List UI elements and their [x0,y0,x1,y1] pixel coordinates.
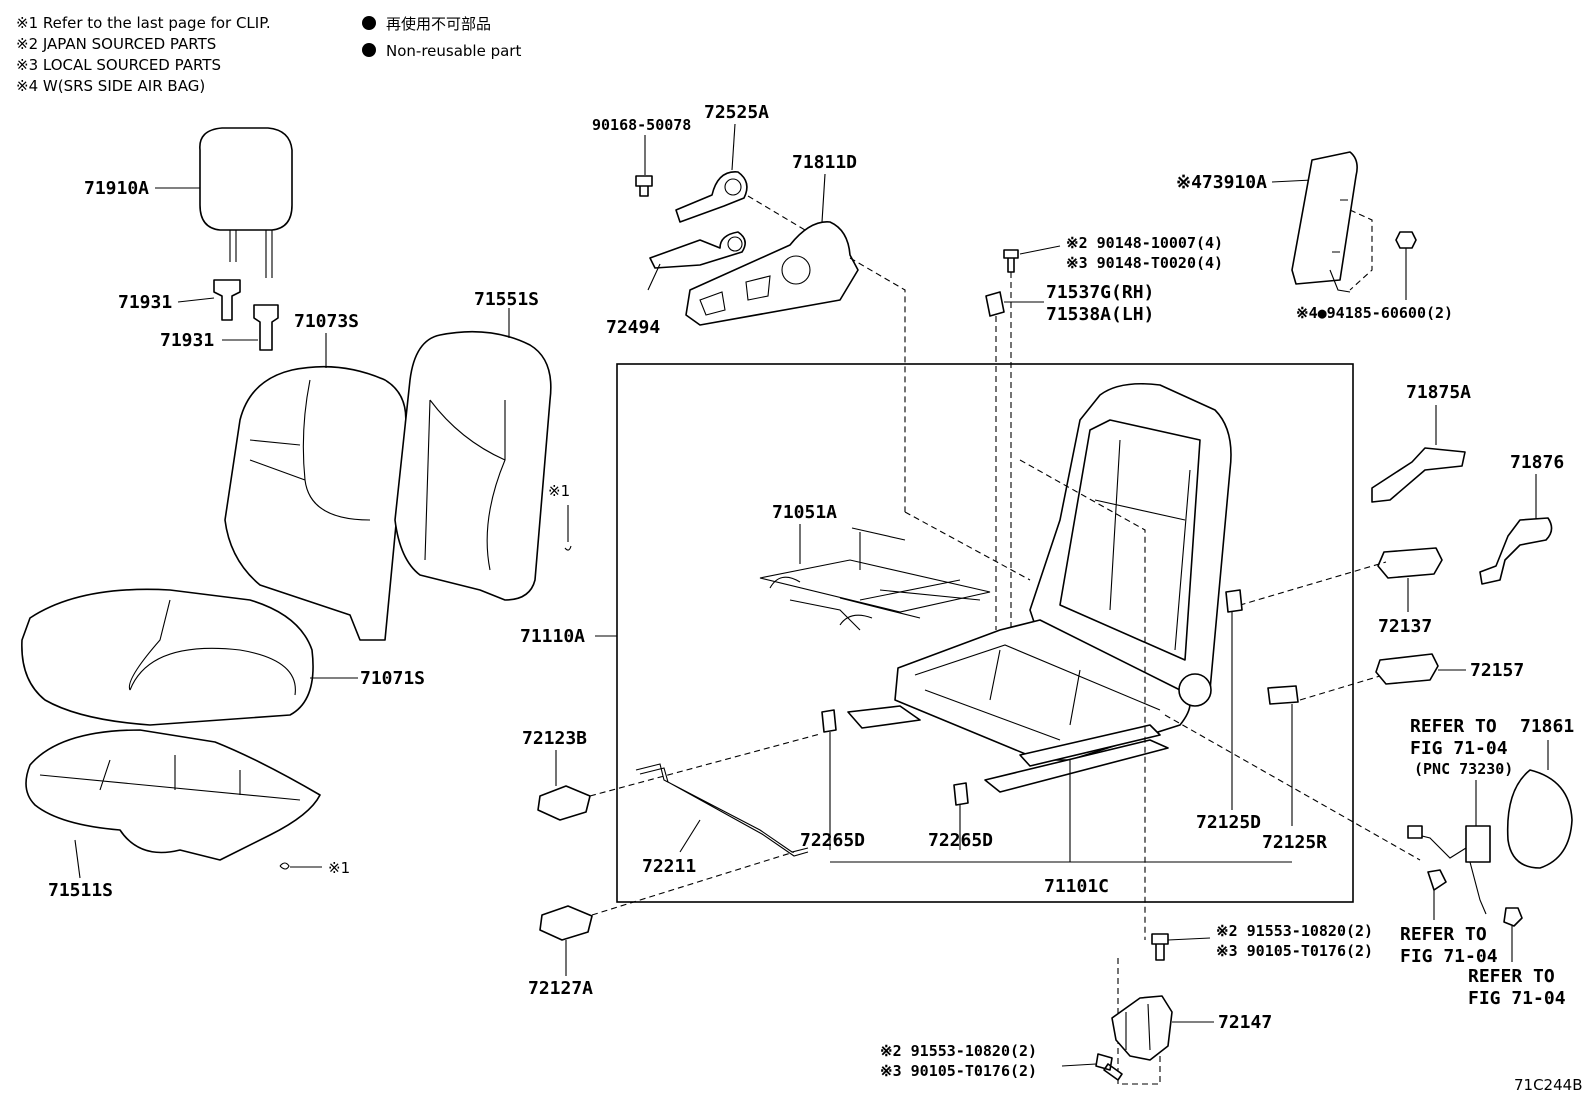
label-90148-10007: ※2 90148-10007(4) [1066,234,1223,252]
ref1-line2: FIG 71-04 [1410,738,1508,759]
label-72494: 72494 [606,317,660,338]
non-reusable-dot-icon [362,43,376,57]
trim-71875A-part[interactable] [1371,447,1466,503]
nut-94185-part[interactable] [1395,231,1417,249]
label-71051A: 71051A [772,502,837,523]
seatback-frame-part[interactable] [1029,382,1232,701]
screw-90148-part[interactable] [1003,249,1019,273]
headrest-support-part[interactable] [213,279,279,351]
non-reusable-dot-icon [362,16,376,30]
cover-72123B-part[interactable] [537,785,591,821]
label-71910A: 71910A [84,178,149,199]
label-90105-lower: ※3 90105-T0176(2) [880,1062,1037,1080]
label-73910A: ※473910A [1176,172,1267,193]
note-2: ※2 JAPAN SOURCED PARTS [16,35,216,53]
cushion-pad-part[interactable] [25,729,321,861]
clip-note-1a: ※1 [548,482,570,500]
label-72157: 72157 [1470,660,1524,681]
label-71511S: 71511S [48,880,113,901]
bolt-91553-upper-part[interactable] [1151,933,1169,961]
label-91553-lower: ※2 91553-10820(2) [880,1042,1037,1060]
label-71875A: 71875A [1406,382,1471,403]
label-71071S: 71071S [360,668,425,689]
cover-72127A-part[interactable] [539,905,593,941]
label-71101C: 71101C [1044,876,1109,897]
cover-71861-part[interactable] [1506,769,1573,869]
label-71551S: 71551S [474,289,539,310]
screw-90168-part[interactable] [635,175,653,197]
label-90105-upper: ※3 90105-T0176(2) [1216,942,1373,960]
lever-72494-part[interactable] [649,231,746,269]
label-72123B: 72123B [522,728,587,749]
headrest-part[interactable] [199,127,293,278]
recliner-cover-71811D-part[interactable] [685,221,859,326]
bracket-72147-part[interactable] [1111,995,1173,1061]
cover-72157-part[interactable] [1375,653,1439,685]
seat-spring-71051A-part[interactable] [759,527,991,631]
label-71931-a: 71931 [118,292,172,313]
label-72265D-a: 72265D [800,830,865,851]
legend-jp: 再使用不可部品 [386,15,491,33]
label-71811D: 71811D [792,152,857,173]
legend: 再使用不可部品 Non-reusable part [362,15,521,60]
label-90168-50078: 90168-50078 [592,116,691,134]
note-4: ※4 W(SRS SIDE AIR BAG) [16,77,205,95]
label-72147: 72147 [1218,1012,1272,1033]
label-72211: 72211 [642,856,696,877]
side-airbag-73910A-part[interactable] [1291,151,1358,293]
seat-track-part[interactable] [847,705,1169,793]
seatback-cover-part[interactable] [224,365,407,641]
label-71073S: 71073S [294,311,359,332]
figure-code: 71C244B [1514,1076,1582,1094]
ref2-line1: REFER TO [1400,924,1487,945]
label-72125D: 72125D [1196,812,1261,833]
ref3-line1: REFER TO [1468,966,1555,987]
rod-72211-part[interactable] [635,763,809,857]
clip-note-1b: ※1 [328,859,350,877]
ref3-line2: FIG 71-04 [1468,988,1566,1009]
notes-block: ※1 Refer to the last page for CLIP. ※2 J… [16,14,271,95]
label-72265D-b: 72265D [928,830,993,851]
ref2-line2: FIG 71-04 [1400,946,1498,967]
label-71861: 71861 [1520,716,1574,737]
ref1-line1: REFER TO [1410,716,1497,737]
label-72127A: 72127A [528,978,593,999]
bolt-refer-part[interactable] [1427,869,1523,927]
label-91553-upper: ※2 91553-10820(2) [1216,922,1373,940]
seat-frame-assembly-box [616,363,1354,903]
legend-en: Non-reusable part [386,42,521,60]
label-71538A: 71538A(LH) [1046,304,1154,325]
label-71876: 71876 [1510,452,1564,473]
label-71931-b: 71931 [160,330,214,351]
label-90148-T0020: ※3 90148-T0020(4) [1066,254,1223,272]
note-3: ※3 LOCAL SOURCED PARTS [16,56,221,74]
trim-71876-part[interactable] [1479,517,1553,585]
seat-belt-buckle-part[interactable] [1407,825,1491,915]
bolt-91553-lower-part[interactable] [1095,1053,1123,1081]
clip-72125R-part[interactable] [1267,685,1299,705]
clip-72265D-part[interactable] [821,709,969,806]
label-72125R: 72125R [1262,832,1327,853]
seatback-pad-part[interactable] [394,330,552,601]
cover-72137-part[interactable] [1377,547,1443,579]
lever-72525A-part[interactable] [675,171,748,223]
note-1: ※1 Refer to the last page for CLIP. [16,14,271,32]
label-72137: 72137 [1378,616,1432,637]
ref1-line3: (PNC 73230) [1414,760,1513,778]
clip-icon [564,505,572,551]
label-94185-60600: ※4●94185-60600(2) [1296,304,1453,322]
label-72525A: 72525A [704,102,769,123]
cushion-cover-part[interactable] [21,588,314,726]
label-71537G: 71537G(RH) [1046,282,1154,303]
label-71110A: 71110A [520,626,585,647]
clip-72125D-part[interactable] [1225,589,1243,613]
bracket-71537G-part[interactable] [985,291,1005,317]
